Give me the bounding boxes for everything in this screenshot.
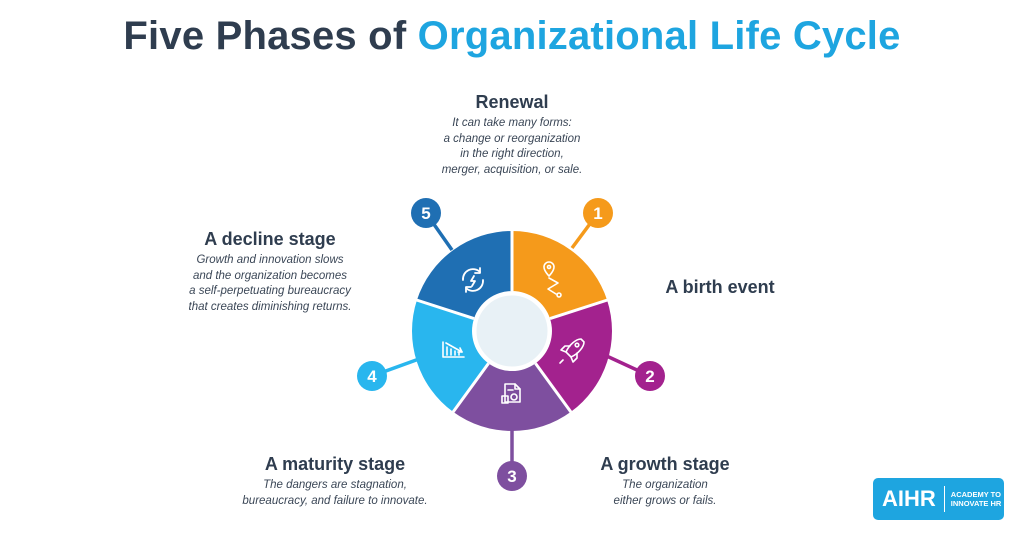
segment-separators (414, 229, 610, 415)
route-pin-icon (543, 261, 562, 298)
decline-line: Growth and innovation slows (196, 254, 344, 266)
renewal-line: a change or reorganization (443, 132, 581, 145)
renewal-heading: Renewal (475, 92, 549, 112)
birth-heading: A birth event (665, 277, 775, 297)
growth-line: The organization (622, 479, 708, 491)
growth-line: either grows or fails. (613, 494, 717, 507)
renewal-line: merger, acquisition, or sale. (441, 163, 583, 176)
decline-heading: A decline stage (204, 229, 336, 249)
logo-brand: AIHR (873, 486, 945, 512)
segment-stage-1 (512, 231, 608, 319)
decline-description: Growth and innovation slows and the orga… (160, 253, 380, 315)
decline-block: A decline stage Growth and innovation sl… (160, 229, 380, 315)
stage-badge-1: 1 (583, 198, 613, 228)
maturity-line: bureaucracy, and failure to innovate. (242, 494, 428, 507)
center-circle (473, 292, 551, 370)
logo-tagline: ACADEMY TO INNOVATE HR (945, 490, 1002, 508)
growth-block: A growth stage The organization either g… (580, 454, 750, 509)
decline-line: that creates diminishing returns. (188, 300, 352, 313)
stage-badge-2: 2 (635, 361, 665, 391)
maturity-line: The dangers are stagnation, (263, 479, 407, 491)
stage-number-3: 3 (507, 467, 516, 486)
aihr-logo: AIHR ACADEMY TO INNOVATE HR (873, 478, 1004, 520)
renewal-line: in the right direction, (460, 148, 564, 160)
birth-block: A birth event (640, 277, 800, 301)
renewal-block: Renewal It can take many forms: a change… (402, 92, 622, 178)
renewal-cycle-icon (462, 267, 484, 293)
title-part-1: Five Phases of (123, 14, 407, 58)
stage-number-5: 5 (421, 204, 430, 223)
segment-stage-4 (412, 300, 489, 412)
stage-number-2: 2 (645, 367, 654, 386)
decline-line: a self-perpetuating bureaucracy (189, 285, 351, 297)
growth-heading: A growth stage (600, 454, 730, 474)
logo-tagline-line-2: INNOVATE HR (950, 499, 1002, 508)
maturity-description: The dangers are stagnation, bureaucracy,… (220, 478, 450, 509)
page-title: Five Phases of Organizational Life Cycle (0, 14, 1024, 59)
segment-stage-3 (453, 363, 571, 432)
rocket-icon (559, 338, 585, 364)
logo-tagline-line-1: ACADEMY TO (950, 490, 1001, 499)
renewal-line: It can take many forms: (452, 117, 572, 129)
stage-badge-5: 5 (411, 198, 441, 228)
stage-number-4: 4 (367, 367, 377, 386)
stage-number-1: 1 (593, 204, 602, 223)
decline-line: and the organization becomes (192, 269, 348, 282)
declining-chart-icon (442, 341, 465, 358)
stage-badge-3: 3 (497, 461, 527, 491)
growth-description: The organization either grows or fails. (580, 478, 750, 509)
title-part-2: Organizational Life Cycle (417, 14, 901, 58)
renewal-description: It can take many forms: a change or reor… (402, 116, 622, 178)
certificate-document-icon (501, 383, 521, 404)
maturity-block: A maturity stage The dangers are stagnat… (220, 454, 450, 509)
stage-badge-4: 4 (357, 361, 387, 391)
maturity-heading: A maturity stage (264, 454, 406, 474)
